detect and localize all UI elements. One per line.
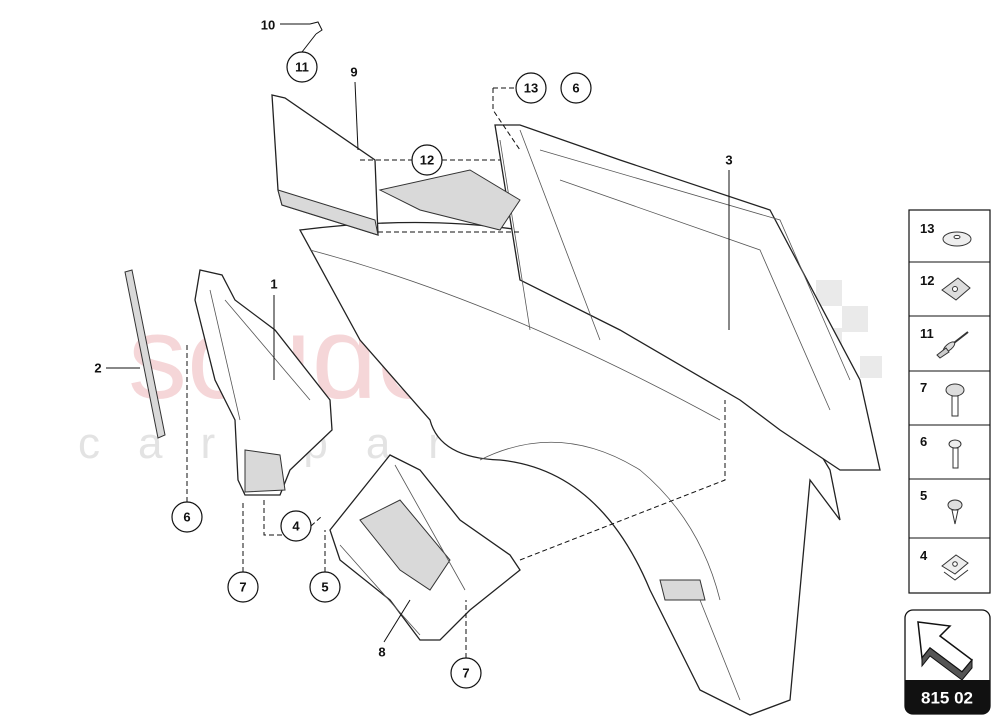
callout[interactable]: 12 bbox=[411, 144, 443, 176]
callout-label: 12 bbox=[420, 153, 434, 168]
callout-label: 13 bbox=[524, 81, 538, 96]
diagram-code: 815 02 bbox=[921, 689, 973, 708]
view-arrow-icon bbox=[917, 621, 974, 681]
clip-nut-icon bbox=[941, 554, 969, 581]
callout[interactable]: 6 bbox=[560, 72, 592, 104]
clip-nut-icon bbox=[941, 277, 971, 301]
part-1-duct[interactable] bbox=[194, 269, 333, 496]
legend-number: 5 bbox=[920, 488, 927, 503]
legend-number: 6 bbox=[920, 434, 927, 449]
callout[interactable]: 5 bbox=[309, 571, 341, 603]
label-9[interactable]: 9 bbox=[350, 65, 357, 80]
legend-item-12[interactable]: 12 bbox=[920, 273, 971, 301]
label-1[interactable]: 1 bbox=[270, 277, 277, 292]
rivet-icon bbox=[936, 331, 969, 359]
legend-item-11[interactable]: 11 bbox=[920, 326, 969, 359]
label-2[interactable]: 2 bbox=[94, 361, 101, 376]
legend-item-4[interactable]: 4 bbox=[920, 548, 969, 581]
callout-label: 6 bbox=[183, 510, 190, 525]
part-9-panel[interactable] bbox=[271, 94, 379, 236]
callout-label: 7 bbox=[239, 580, 246, 595]
legend-number: 7 bbox=[920, 380, 927, 395]
callout-label: 5 bbox=[321, 580, 328, 595]
callout[interactable]: 7 bbox=[227, 571, 259, 603]
label-10[interactable]: 10 bbox=[261, 18, 275, 33]
label-3[interactable]: 3 bbox=[725, 153, 732, 168]
legend-number: 4 bbox=[920, 548, 928, 563]
legend-item-7[interactable]: 7 bbox=[920, 380, 965, 417]
callout[interactable]: 7 bbox=[450, 657, 482, 689]
callout[interactable]: 6 bbox=[171, 501, 203, 533]
part-10-rivet bbox=[309, 21, 323, 35]
diagram-code-box: 815 02 bbox=[904, 609, 991, 715]
legend-item-13[interactable]: 13 bbox=[920, 221, 972, 247]
callout-label: 6 bbox=[572, 81, 579, 96]
legend-item-5[interactable]: 5 bbox=[920, 488, 963, 525]
callout-label: 7 bbox=[462, 666, 469, 681]
screw-small-icon bbox=[948, 439, 962, 469]
callout[interactable]: 4 bbox=[280, 510, 312, 542]
legend-number: 11 bbox=[920, 326, 934, 341]
screw-large-icon bbox=[945, 383, 965, 417]
washer-icon bbox=[942, 231, 972, 247]
part-8-duct[interactable] bbox=[329, 454, 521, 641]
legend-number: 13 bbox=[920, 221, 934, 236]
screw-tapping-icon bbox=[947, 499, 963, 525]
callout[interactable]: 13 bbox=[515, 72, 547, 104]
leader-lines bbox=[106, 23, 730, 658]
callout[interactable]: 11 bbox=[286, 51, 318, 83]
label-8[interactable]: 8 bbox=[378, 645, 385, 660]
callout-label: 11 bbox=[295, 60, 309, 75]
callout-label: 4 bbox=[292, 519, 300, 534]
part-2-strip[interactable] bbox=[124, 269, 166, 439]
part-3-fender[interactable] bbox=[298, 124, 881, 716]
legend-number: 12 bbox=[920, 273, 934, 288]
legend-item-6[interactable]: 6 bbox=[920, 434, 962, 469]
